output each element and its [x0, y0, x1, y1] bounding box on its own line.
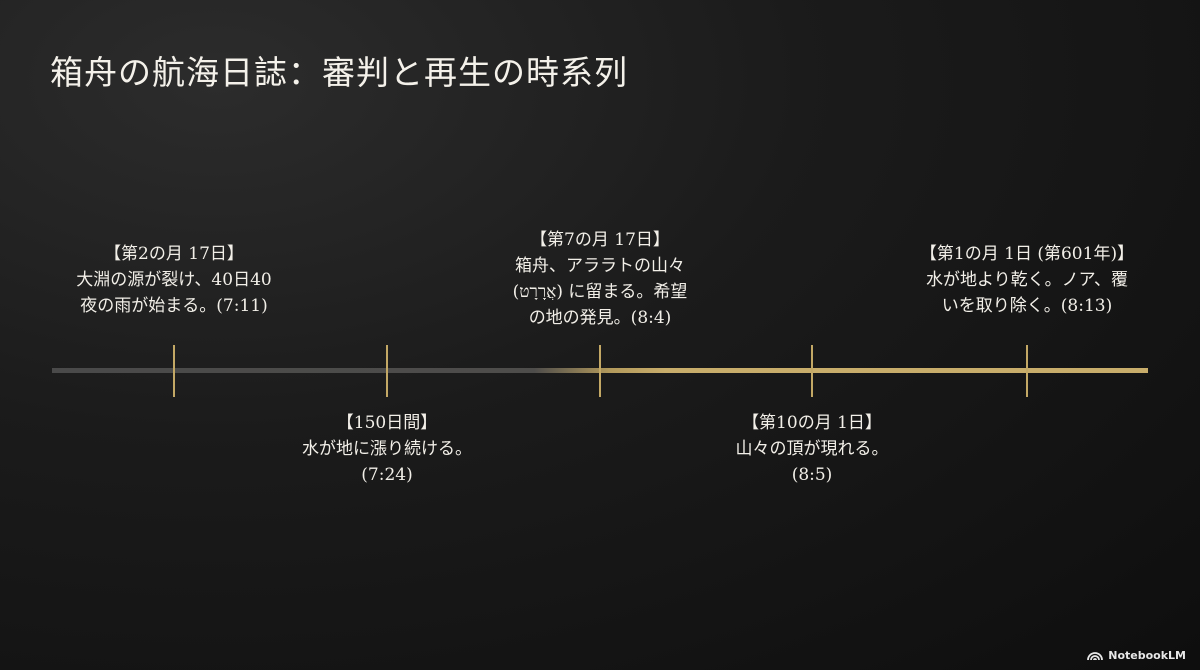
timeline-event-2: 【150日間】 水が地に漲り続ける。 (7:24): [237, 410, 537, 488]
event-description-line: (8:5): [791, 465, 833, 485]
event-description-line: 水が地に漲り続ける。: [302, 439, 472, 459]
event-heading: 【第2の月 17日】: [104, 244, 244, 264]
timeline-event-5: 【第1の月 1日 (第601年)】 水が地より乾く。ノア、覆 いを取り除く。(8…: [877, 241, 1177, 319]
event-description-line: (7:24): [361, 465, 413, 485]
page-title: 箱舟の航海日誌：審判と再生の時系列: [50, 53, 628, 92]
brand-label: NotebookLM: [1108, 649, 1186, 662]
event-description-line: 箱舟、アララトの山々: [515, 256, 685, 276]
timeline-tick-1: [173, 345, 175, 397]
event-heading: 【第10の月 1日】: [742, 413, 882, 433]
timeline-tick-4: [811, 345, 813, 397]
event-heading: 【150日間】: [336, 413, 438, 433]
event-description-line: の地の発見。(8:4): [528, 308, 672, 328]
notebooklm-logo-icon: [1087, 650, 1104, 661]
timeline-tick-3: [599, 345, 601, 397]
timeline-event-4: 【第10の月 1日】 山々の頂が現れる。 (8:5): [662, 410, 962, 488]
event-description-line: 水が地より乾く。ノア、覆: [926, 270, 1128, 290]
event-heading: 【第7の月 17日】: [530, 230, 670, 250]
event-description-line: いを取り除く。(8:13): [941, 296, 1113, 316]
event-description-line: 大淵の源が裂け、40日40: [76, 270, 272, 290]
event-heading: 【第1の月 1日 (第601年)】: [919, 244, 1135, 264]
event-description-line: (אֲרָרָט) に留まる。希望: [512, 282, 688, 302]
timeline-tick-2: [386, 345, 388, 397]
timeline-tick-5: [1026, 345, 1028, 397]
timeline-event-3: 【第7の月 17日】 箱舟、アララトの山々 (אֲרָרָט) に留まる。希望 …: [450, 227, 750, 331]
event-description-line: 山々の頂が現れる。: [735, 439, 889, 459]
notebooklm-brand: NotebookLM: [1087, 649, 1186, 662]
event-description-line: 夜の雨が始まる。(7:11): [80, 296, 268, 316]
timeline-event-1: 【第2の月 17日】 大淵の源が裂け、40日40 夜の雨が始まる。(7:11): [24, 241, 324, 319]
